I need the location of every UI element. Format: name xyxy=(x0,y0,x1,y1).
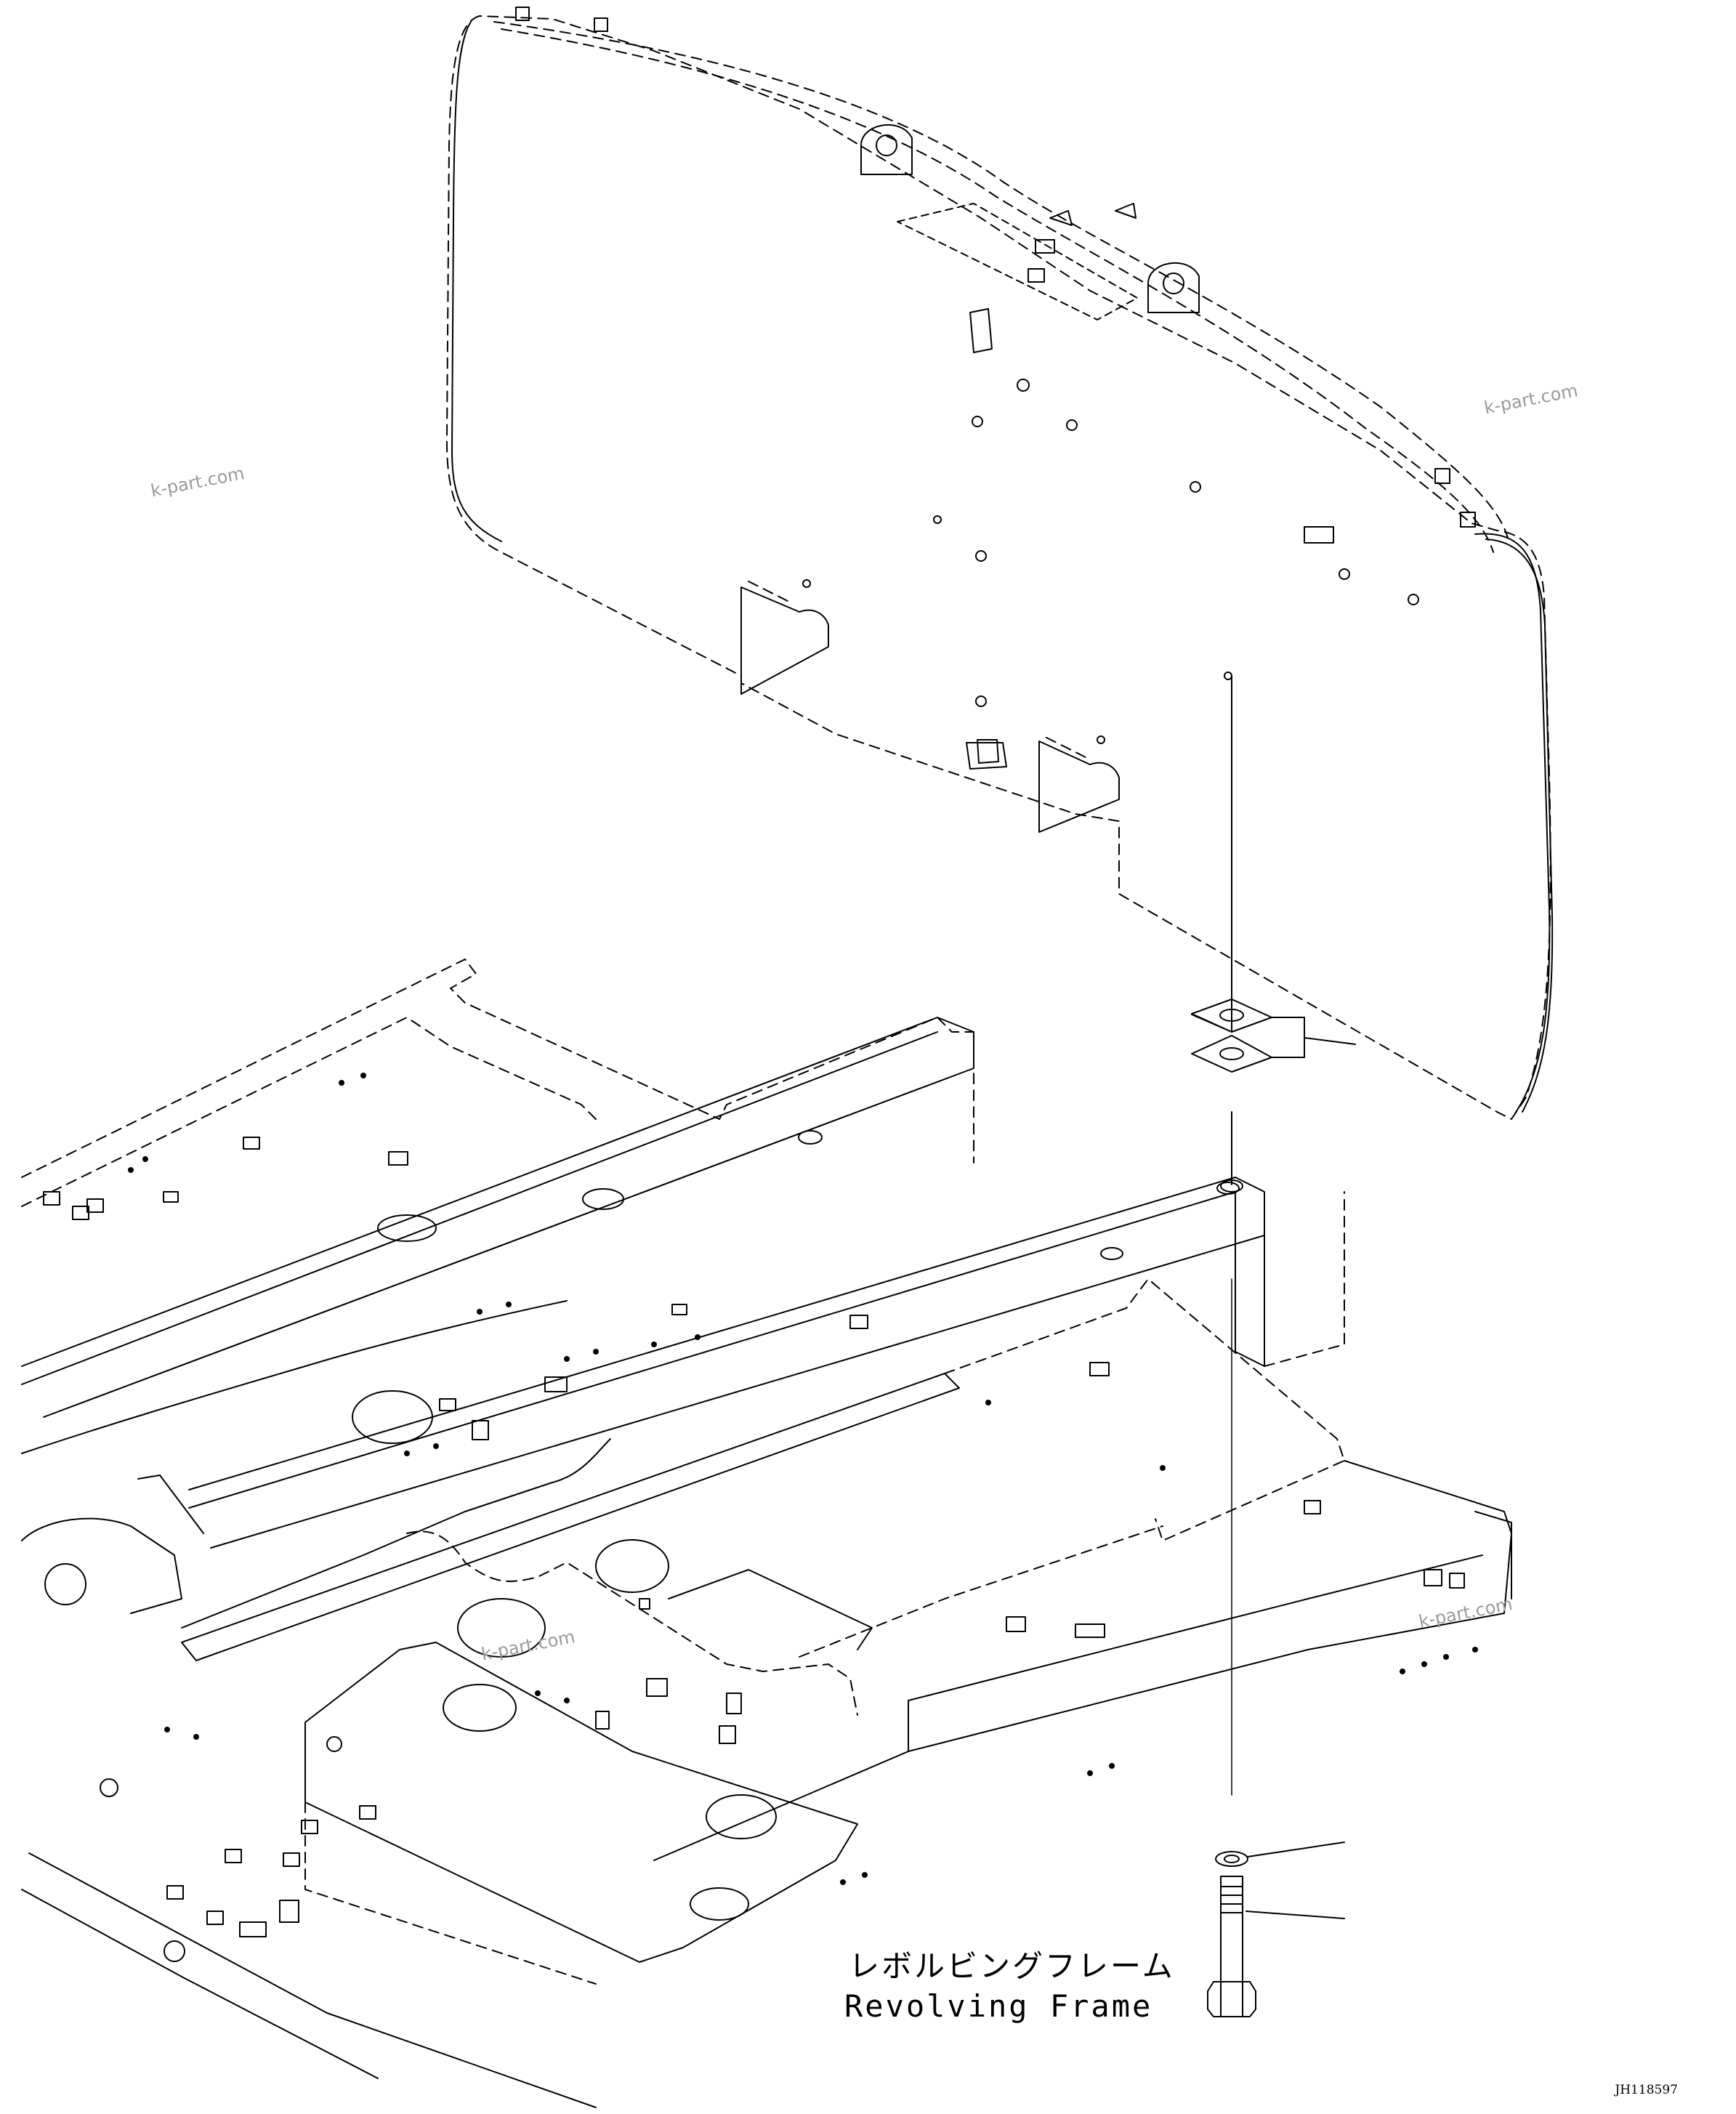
bolt xyxy=(1207,1876,1345,2017)
drawing-number: JH118597 xyxy=(1615,2083,1678,2097)
shim-plate-lower xyxy=(1191,1035,1272,1073)
part-name-english: Revolving Frame xyxy=(844,1988,1153,2024)
part-name-japanese: レボルビングフレーム xyxy=(849,1948,1175,1984)
cover-panel xyxy=(445,7,1554,1120)
washer xyxy=(1215,1851,1248,1867)
revolving-frame xyxy=(21,959,1512,2108)
fastener-callout xyxy=(1191,675,1356,2017)
